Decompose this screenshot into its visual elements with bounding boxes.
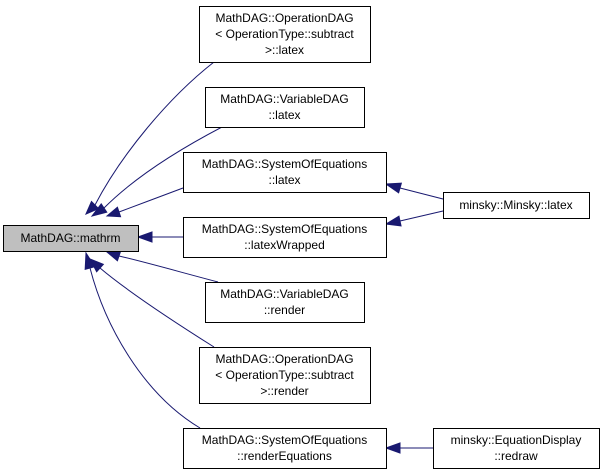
node-label-line: MathDAG::VariableDAG <box>220 92 349 106</box>
arrowhead <box>136 231 153 243</box>
node-label-line: MathDAG::OperationDAG <box>215 11 353 25</box>
node-label-line: MathDAG::OperationDAG <box>215 352 353 366</box>
edge-soe_latexwrapped-to-root <box>136 231 183 243</box>
node-label-line: ::latex <box>268 173 300 187</box>
edge-line <box>118 255 219 283</box>
node-box <box>199 6 371 63</box>
node-box <box>199 347 371 404</box>
node-label-line: ::render <box>264 303 305 317</box>
edge-soe_render-to-root <box>84 251 201 429</box>
node-label-line: MathDAG::mathrm <box>20 231 120 245</box>
edge-line <box>94 61 215 206</box>
node-label-line: < OperationType::subtract <box>215 27 354 41</box>
node-box <box>205 87 365 128</box>
node-box <box>183 428 387 469</box>
node-box <box>183 152 387 193</box>
arrowhead <box>105 206 122 218</box>
node-label-line: ::redraw <box>494 449 538 463</box>
node-box <box>205 282 365 323</box>
node-label-line: >::render <box>260 384 308 398</box>
arrowhead <box>85 200 100 215</box>
node-eqdisplay-redraw[interactable]: minsky::EquationDisplay::redraw <box>433 428 600 469</box>
node-label-line: minsky::Minsky::latex <box>459 198 572 212</box>
edge-minsky_latex-to-soe_latexwrapped <box>384 210 444 227</box>
edge-soe_latex-to-root <box>105 187 184 218</box>
arrowhead <box>105 250 122 262</box>
node-label-line: MathDAG::SystemOfEquations <box>202 157 367 171</box>
node-label-line: MathDAG::VariableDAG <box>220 287 349 301</box>
node-soe-render[interactable]: MathDAG::SystemOfEquations::renderEquati… <box>183 428 387 469</box>
node-soe-latexwrapped[interactable]: MathDAG::SystemOfEquations::latexWrapped <box>183 217 387 258</box>
node-label-line: MathDAG::SystemOfEquations <box>202 222 367 236</box>
edge-minsky_latex-to-soe_latex <box>384 182 444 200</box>
node-box <box>433 428 600 469</box>
arrowhead <box>384 442 401 454</box>
node-label-line: >::latex <box>265 43 304 57</box>
node-minsky-latex[interactable]: minsky::Minsky::latex <box>443 192 590 219</box>
node-op-latex[interactable]: MathDAG::OperationDAG< OperationType::su… <box>199 6 371 63</box>
node-var-render[interactable]: MathDAG::VariableDAG::render <box>205 282 365 323</box>
node-label-line: ::latexWrapped <box>244 238 325 252</box>
edge-line <box>103 126 223 209</box>
edge-op_render-to-root <box>88 258 215 348</box>
edge-line <box>118 187 184 213</box>
node-label-line: ::latex <box>268 108 300 122</box>
edge-var_render-to-root <box>105 250 219 283</box>
node-label-line: MathDAG::SystemOfEquations <box>202 433 367 447</box>
edge-line <box>99 267 215 348</box>
arrowhead <box>384 215 402 227</box>
edge-var_latex-to-root <box>90 126 223 217</box>
node-op-render[interactable]: MathDAG::OperationDAG< OperationType::su… <box>199 347 371 404</box>
node-label-line: ::renderEquations <box>237 449 332 463</box>
arrowhead <box>90 202 108 217</box>
node-root[interactable]: MathDAG::mathrm <box>3 225 139 252</box>
node-label-line: < OperationType::subtract <box>215 368 354 382</box>
edge-line <box>399 210 444 222</box>
node-label-line: minsky::EquationDisplay <box>451 433 582 447</box>
edge-line <box>399 187 444 200</box>
node-box <box>443 192 590 219</box>
node-var-latex[interactable]: MathDAG::VariableDAG::latex <box>205 87 365 128</box>
arrowhead <box>84 251 96 270</box>
arrowhead <box>384 182 403 194</box>
node-soe-latex[interactable]: MathDAG::SystemOfEquations::latex <box>183 152 387 193</box>
edge-eqdisplay_redraw-to-soe_render <box>384 442 433 454</box>
node-box <box>183 217 387 258</box>
edge-line <box>89 267 201 429</box>
node-box <box>3 225 139 252</box>
edge-op_latex-to-root <box>85 61 215 215</box>
